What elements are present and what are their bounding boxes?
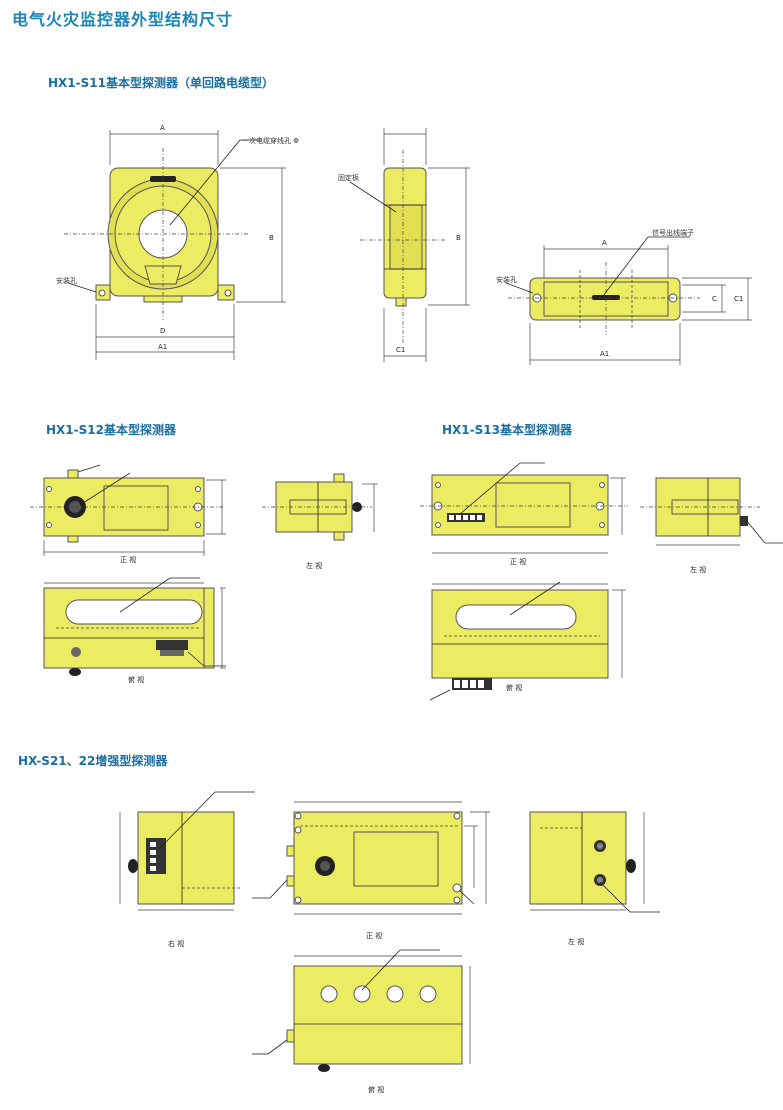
page-title: 电气火灾监控器外型结构尺寸 [12,10,234,29]
dim-B-s11: B [269,234,274,242]
view-top-s21: 俯 视 [368,1085,384,1094]
s21-right-view [128,811,235,905]
section-title-s13: HX1-S13基本型探测器 [442,423,572,437]
section-title-s12: HX1-S12基本型探测器 [46,423,176,437]
dim-C1-top: C1 [734,295,743,303]
dim-C-top: C [712,295,717,303]
s21-left-view [529,811,636,905]
view-front-s21: 正 视 [366,931,382,940]
dim-A1-top: A1 [600,350,609,358]
dim-A1-s11: A1 [158,343,167,351]
view-left-s13: 左 视 [690,565,706,574]
s12-top-view [43,587,215,676]
s21-front-view [286,811,463,905]
s12-left-view [275,473,362,541]
label-mount-hole-1: 安装孔 [56,277,77,285]
section-title-s11: HX1-S11基本型探测器（单回路电缆型） [48,76,274,90]
view-left-s21: 左 视 [568,937,584,946]
dim-A-s11: A [160,124,165,132]
dim-D-s11: D [160,327,165,335]
view-front-s13: 正 视 [510,557,526,566]
s11-top-view [529,277,681,321]
s21-top-view [286,965,463,1072]
s12-front-view [43,469,205,543]
view-left-s12: 左 视 [306,561,322,570]
dim-C1-side: C1 [396,346,405,354]
s11-front-view [95,167,235,303]
dim-B-side: B [456,234,461,242]
view-right-s21: 右 视 [168,939,184,948]
section-title-s21: HX-S21、22增强型探测器 [18,754,168,768]
dim-A-top: A [602,239,607,247]
s11-side-view [383,167,427,307]
s13-front-view [431,474,609,536]
view-front-s12: 正 视 [120,555,136,564]
s13-top-view [431,589,609,690]
view-top-s13: 俯 视 [506,683,522,692]
label-cable-hole: 一次电缆穿线孔 Φ [242,137,299,145]
view-top-s12: 俯 视 [128,675,144,684]
label-signal-terminal: 信号出线端子 [652,229,694,237]
label-fixing-plate: 固定板 [338,174,359,182]
label-mount-hole-2: 安装孔 [496,276,517,284]
